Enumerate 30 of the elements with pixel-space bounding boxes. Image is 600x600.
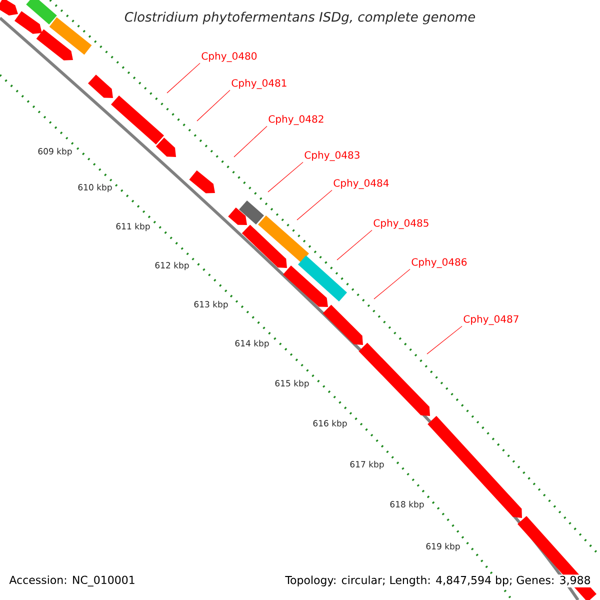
footer-text: Topology: circular; Length: 4,847,594 bp; Genes: 3,988 [284, 574, 592, 588]
gene-label: Cphy_0480 [202, 52, 257, 62]
gene-label: Cphy_0482 [268, 115, 324, 125]
leader-line [234, 126, 268, 158]
scale-label: 610 kbp [78, 184, 112, 192]
leader-line [196, 90, 230, 122]
leader-line [426, 326, 462, 354]
leader-line [268, 162, 304, 192]
scale-label: 619 kbp [426, 542, 460, 552]
footer-text: Accession: NC_010001 [9, 576, 134, 586]
scale-label: 609 kbp [38, 148, 72, 156]
scale-label: 616 kbp [313, 420, 347, 428]
leader-line [336, 230, 372, 260]
scale-label: 615 kbp [275, 380, 309, 388]
scale-label: 611 kbp [116, 222, 150, 232]
gene-label: Cphy_0481 [232, 79, 286, 89]
gene-label: Cphy_0484 [334, 179, 389, 189]
leader-line [296, 190, 332, 220]
gene-label: Cphy_0483 [304, 151, 360, 161]
leader-line [374, 268, 410, 300]
title: Clostridium phytofermentans ISDg, complete genome [124, 12, 476, 24]
gene-label: Cphy_0486 [412, 258, 467, 268]
scale-label: 612 kbp [155, 262, 189, 270]
leader-line [166, 62, 200, 94]
scale-label: 614 kbp [235, 340, 269, 348]
scale-label: 617 kbp [350, 460, 384, 470]
scale-label: 613 kbp [194, 300, 228, 310]
scale-label: 618 kbp [390, 500, 424, 510]
gene-label: Cphy_0487 [464, 315, 518, 325]
gene-label: Cphy_0485 [374, 219, 428, 229]
